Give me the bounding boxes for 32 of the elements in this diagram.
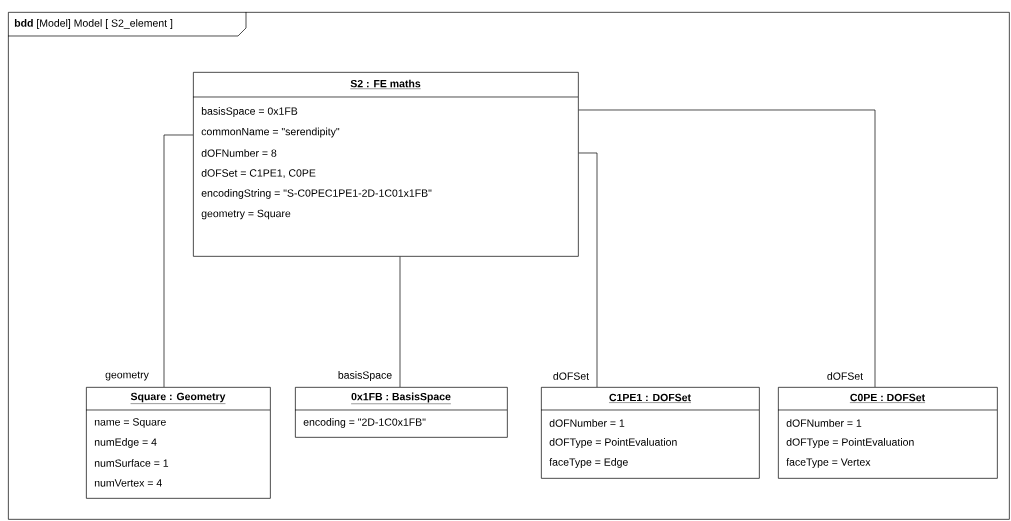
attribute-text: basisSpace = 0x1FB [201,107,298,117]
diagram-frame [8,12,1010,520]
attribute-text: commonName = "serendipity" [201,127,340,138]
attribute-text: dOFSet = C1PE1, C0PE [201,169,316,178]
attribute-text: name = Square [94,418,166,428]
role-label: dOFSet [551,371,591,381]
block-heading: 0x1FB : BasisSpace [350,392,452,404]
attribute-text: geometry = Square [201,209,291,220]
role-label: geometry [104,370,150,382]
block-heading: C1PE1 : DOFSet [608,393,692,403]
block-heading: S2 : FE maths [350,79,421,89]
connector-line [399,256,401,388]
attribute-text: encodingString = "S-C0PEC1PE1-2D-1C01x1FB" [201,189,432,199]
attribute-text: encoding = "2D-1C0x1FB" [303,418,426,428]
connector-line [578,109,876,388]
attribute-text: numEdge = 4 [94,438,157,448]
block-heading: C0PE : DOFSet [849,393,926,403]
attribute-text: numSurface = 1 [94,459,169,467]
attribute-text: numVertex = 4 [94,479,162,487]
role-label: dOFSet [825,371,865,381]
role-label: basisSpace [336,370,394,382]
connector-line [578,152,598,388]
attribute-text: dOFType = PointEvaluation [786,438,914,448]
connector-line [163,134,194,388]
attribute-text: dOFType = PointEvaluation [549,438,677,448]
attribute-text: dOFNumber = 1 [786,419,862,427]
attribute-text: faceType = Edge [549,458,628,468]
block-heading: Square : Geometry [130,392,226,404]
attribute-text: dOFNumber = 8 [201,149,277,157]
attribute-text: dOFNumber = 1 [549,419,625,427]
attribute-text: faceType = Vertex [786,458,871,468]
frame-tab: bdd [Model] Model [ S2_element ] [7,11,247,37]
